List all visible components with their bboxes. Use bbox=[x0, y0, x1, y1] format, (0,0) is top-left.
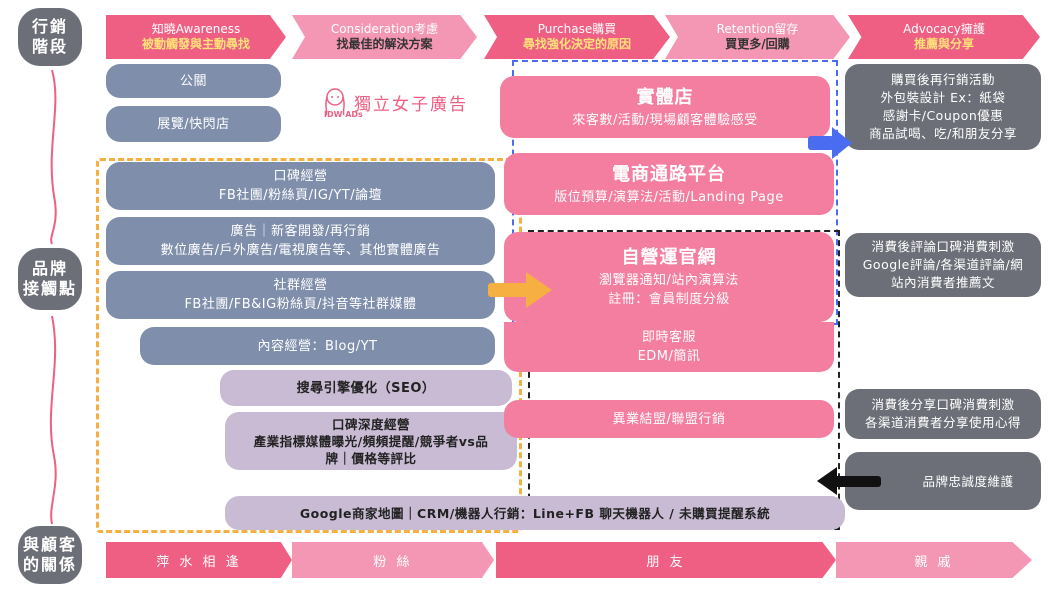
relationship-friend: 朋 友 bbox=[496, 542, 836, 578]
stage-side-label: 行銷 階段 bbox=[18, 8, 82, 66]
seo-label: 搜尋引擎優化（SEO） bbox=[296, 380, 436, 396]
wom-detail: FB社團/粉絲頁/IG/YT/論壇 bbox=[218, 188, 383, 203]
deep-wom-detail-1: 產業指標媒體曝光/頻頻提醒/競爭者vs品 bbox=[253, 433, 489, 449]
stage-consideration-title: Consideration考慮 bbox=[330, 22, 439, 36]
relationship-family-label: 親 戚 bbox=[914, 554, 954, 570]
store-box: 實體店 來客數/活動/現場顧客體驗感受 bbox=[500, 76, 830, 138]
stage-retention-subtitle: 買更多/回購 bbox=[725, 37, 790, 51]
left-connector-curves bbox=[49, 69, 57, 525]
relationship-label-line2: 的關係 bbox=[22, 555, 77, 574]
content-label: 內容經營：Blog/YT bbox=[257, 338, 378, 354]
live-service-line1: 即時客服 bbox=[641, 330, 696, 345]
relationship-side-label: 與顧客 的關係 bbox=[18, 526, 82, 584]
site-box: 自營運官網 瀏覽器通知/站內演算法 註冊：會員制度分級 bbox=[504, 232, 834, 322]
expo-label: 展覽/快閃店 bbox=[157, 116, 230, 132]
social-title: 社群經營 bbox=[273, 278, 328, 293]
logo-mark: IDW ADs bbox=[324, 110, 363, 119]
repurchase-line3: 感謝卡/Coupon優惠 bbox=[882, 108, 1004, 123]
stage-consideration-subtitle: 找最佳的解決方案 bbox=[336, 37, 433, 51]
social-box: 社群經營 FB社團/FB&IG粉絲頁/抖音等社群媒體 bbox=[106, 271, 495, 319]
stage-retention: Retention留存 買更多/回購 bbox=[665, 15, 850, 59]
google-crm-box: Google商家地圖｜CRM/機器人行銷：Line+FB 聊天機器人 / 未購買… bbox=[225, 496, 845, 530]
deep-wom-detail-2: 牌｜價格等評比 bbox=[325, 450, 417, 466]
pr-box: 公關 bbox=[106, 64, 281, 98]
alliance-label: 異業結盟/聯盟行銷 bbox=[612, 411, 726, 427]
ecom-box: 電商通路平台 版位預算/演算法/活動/Landing Page bbox=[504, 153, 834, 215]
logo-text: 獨立女子廣告 bbox=[354, 94, 468, 115]
expo-box: 展覽/快閃店 bbox=[106, 106, 281, 142]
orange-arrow bbox=[488, 272, 552, 308]
touchpoint-label-line2: 接觸點 bbox=[22, 279, 77, 298]
google-crm-label: Google商家地圖｜CRM/機器人行銷：Line+FB 聊天機器人 / 未購買… bbox=[299, 505, 771, 521]
seo-box: 搜尋引擎優化（SEO） bbox=[220, 370, 512, 406]
site-detail-2: 註冊：會員制度分級 bbox=[608, 292, 730, 307]
brand-logo: IDW ADs 獨立女子廣告 bbox=[322, 84, 502, 120]
ecom-detail: 版位預算/演算法/活動/Landing Page bbox=[554, 189, 784, 205]
share-line1: 消費後分享口碑消費刺激 bbox=[871, 397, 1015, 412]
stage-label-line2: 階段 bbox=[31, 37, 68, 56]
wom-title: 口碑經營 bbox=[273, 169, 328, 184]
review-line2: Google評論/各渠道評論/網 bbox=[862, 257, 1024, 272]
touchpoint-side-label: 品牌 接觸點 bbox=[18, 248, 82, 310]
logo-figure-icon bbox=[325, 88, 345, 116]
stage-purchase: Purchase購買 尋找強化決定的原因 bbox=[484, 15, 670, 59]
deep-wom-box: 口碑深度經營 產業指標媒體曝光/頻頻提醒/競爭者vs品 牌｜價格等評比 bbox=[225, 412, 517, 470]
repurchase-line4: 商品試喝、吃/和朋友分享 bbox=[869, 126, 1017, 141]
stage-advocacy: Advocacy擁護 推薦與分享 bbox=[848, 15, 1040, 59]
alliance-box: 異業結盟/聯盟行銷 bbox=[504, 400, 834, 438]
relationship-friend-label: 朋 友 bbox=[646, 554, 686, 570]
share-box: 消費後分享口碑消費刺激 各渠道消費者分享使用心得 bbox=[845, 389, 1041, 439]
touchpoint-label-line1: 品牌 bbox=[31, 259, 68, 278]
relationship-stranger-label: 萍 水 相 逢 bbox=[156, 554, 242, 570]
stage-awareness-subtitle: 被動觸發與主動尋找 bbox=[141, 37, 250, 51]
relationship-fan: 粉 絲 bbox=[292, 542, 494, 578]
relationship-fan-label: 粉 絲 bbox=[373, 554, 413, 570]
loyalty-label: 品牌忠誠度維護 bbox=[922, 473, 1014, 489]
stage-retention-title: Retention留存 bbox=[716, 22, 799, 36]
wom-box: 口碑經營 FB社團/粉絲頁/IG/YT/論壇 bbox=[106, 162, 495, 210]
repurchase-line2: 外包裝設計 Ex：紙袋 bbox=[880, 90, 1006, 105]
stage-purchase-subtitle: 尋找強化決定的原因 bbox=[522, 37, 631, 51]
review-box: 消費後評論口碑消費刺激 Google評論/各渠道評論/網 站內消費者推薦文 bbox=[845, 233, 1041, 297]
stage-advocacy-title: Advocacy擁護 bbox=[903, 22, 985, 36]
black-arrow bbox=[817, 467, 881, 495]
blue-arrow bbox=[808, 127, 852, 159]
relationship-label-line1: 與顧客 bbox=[22, 535, 77, 554]
review-line3: 站內消費者推薦文 bbox=[890, 275, 995, 290]
relationship-family: 親 戚 bbox=[836, 542, 1032, 578]
repurchase-line1: 購買後再行銷活動 bbox=[890, 72, 995, 87]
pr-label: 公關 bbox=[179, 73, 207, 89]
store-detail: 來客數/活動/現場顧客體驗感受 bbox=[572, 112, 758, 128]
ads-detail: 數位廣告/戶外廣告/電視廣告等、其他實體廣告 bbox=[160, 243, 441, 258]
ads-box: 廣告｜新客開發/再行銷 數位廣告/戶外廣告/電視廣告等、其他實體廣告 bbox=[106, 217, 495, 265]
social-detail: FB社團/FB&IG粉絲頁/抖音等社群媒體 bbox=[184, 297, 417, 312]
stage-purchase-title: Purchase購買 bbox=[537, 22, 617, 36]
site-title: 自營運官網 bbox=[621, 247, 717, 268]
ads-title: 廣告｜新客開發/再行銷 bbox=[230, 224, 371, 239]
site-detail-1: 瀏覽器通知/站內演算法 bbox=[599, 273, 739, 288]
deep-wom-title: 口碑深度經營 bbox=[331, 416, 410, 432]
ecom-title: 電商通路平台 bbox=[612, 163, 726, 185]
stage-advocacy-subtitle: 推薦與分享 bbox=[913, 37, 974, 51]
share-line2: 各渠道消費者分享使用心得 bbox=[864, 415, 1021, 430]
content-box: 內容經營：Blog/YT bbox=[140, 327, 495, 365]
stage-label-line1: 行銷 bbox=[31, 17, 68, 36]
store-title: 實體店 bbox=[636, 86, 694, 108]
live-service-line2: EDM/簡訊 bbox=[637, 349, 701, 364]
relationship-stranger: 萍 水 相 逢 bbox=[106, 542, 292, 578]
stage-awareness-title: 知曉Awareness bbox=[151, 22, 241, 36]
stage-awareness: 知曉Awareness 被動觸發與主動尋找 bbox=[106, 15, 286, 59]
stage-consideration: Consideration考慮 找最佳的解決方案 bbox=[292, 15, 477, 59]
review-line1: 消費後評論口碑消費刺激 bbox=[871, 239, 1015, 254]
live-service-box: 即時客服 EDM/簡訊 bbox=[504, 322, 834, 372]
repurchase-box: 購買後再行銷活動 外包裝設計 Ex：紙袋 感謝卡/Coupon優惠 商品試喝、吃… bbox=[845, 64, 1041, 150]
